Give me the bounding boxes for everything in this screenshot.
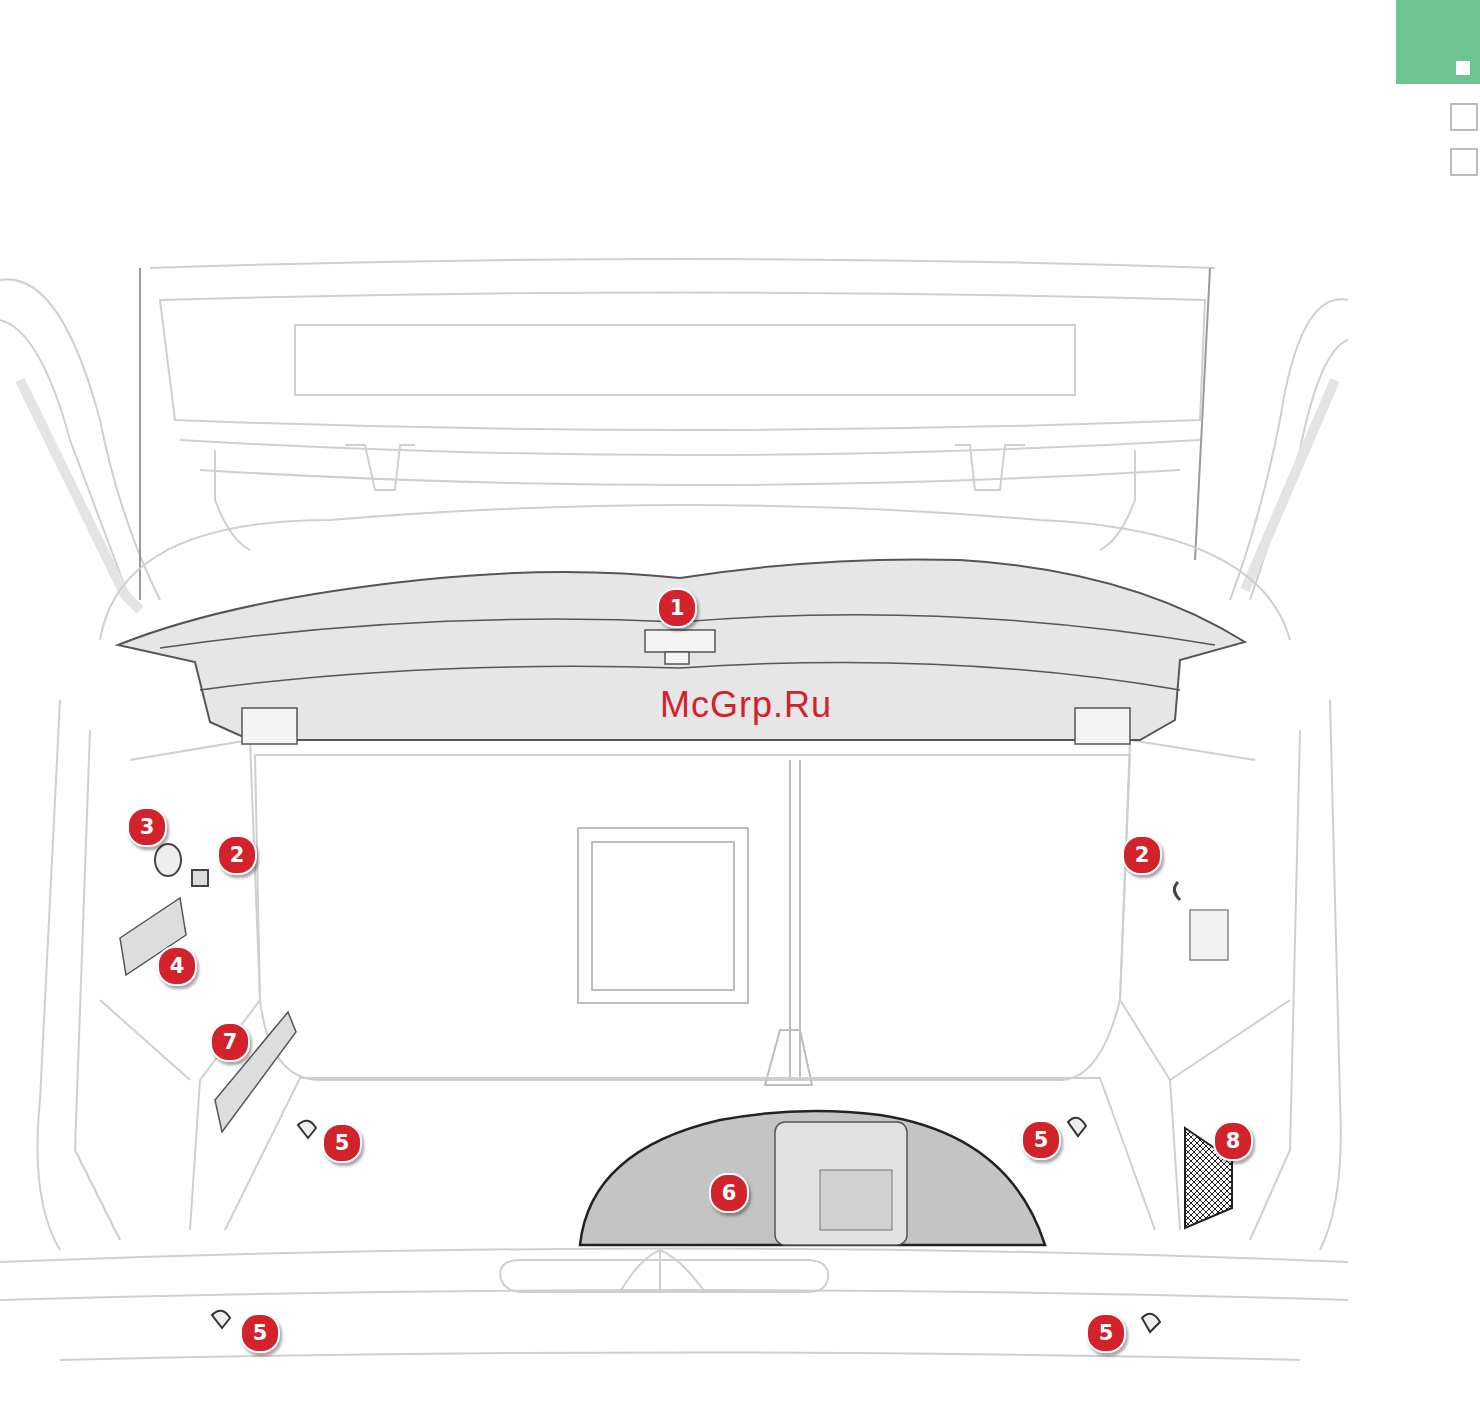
page-tab bbox=[1396, 0, 1480, 84]
callout-number: 5 bbox=[1021, 1120, 1061, 1160]
label-anchor: 8 bbox=[1213, 1121, 1253, 1161]
label-anchor: 4 bbox=[157, 946, 197, 986]
callout-number: 2 bbox=[217, 835, 257, 875]
callout-number: 5 bbox=[240, 1313, 280, 1353]
callout-number: 4 bbox=[157, 946, 197, 986]
watermark: McGrp.Ru bbox=[660, 685, 832, 725]
label-anchor: 2 bbox=[217, 835, 257, 875]
label-anchor: 3 bbox=[127, 807, 167, 847]
label-anchor: 2 bbox=[1122, 835, 1162, 875]
callout-number: 2 bbox=[1122, 835, 1162, 875]
callout-number: 1 bbox=[657, 588, 697, 628]
callout-number: 5 bbox=[1086, 1313, 1126, 1353]
callout-number: 6 bbox=[709, 1173, 749, 1213]
label-anchor: 7 bbox=[210, 1022, 250, 1062]
label-anchor: 5 bbox=[1086, 1313, 1126, 1353]
callout-number: 5 bbox=[322, 1123, 362, 1163]
callout-number: 8 bbox=[1213, 1121, 1253, 1161]
label-anchor: 5 bbox=[1021, 1120, 1061, 1160]
label-anchor: 1 bbox=[657, 588, 697, 628]
label-anchor: 5 bbox=[322, 1123, 362, 1163]
label-anchor: McGrp.Ru bbox=[660, 685, 832, 725]
callout-number: 3 bbox=[127, 807, 167, 847]
label-anchor: 6 bbox=[709, 1173, 749, 1213]
callout-number: 7 bbox=[210, 1022, 250, 1062]
label-anchor: 5 bbox=[240, 1313, 280, 1353]
